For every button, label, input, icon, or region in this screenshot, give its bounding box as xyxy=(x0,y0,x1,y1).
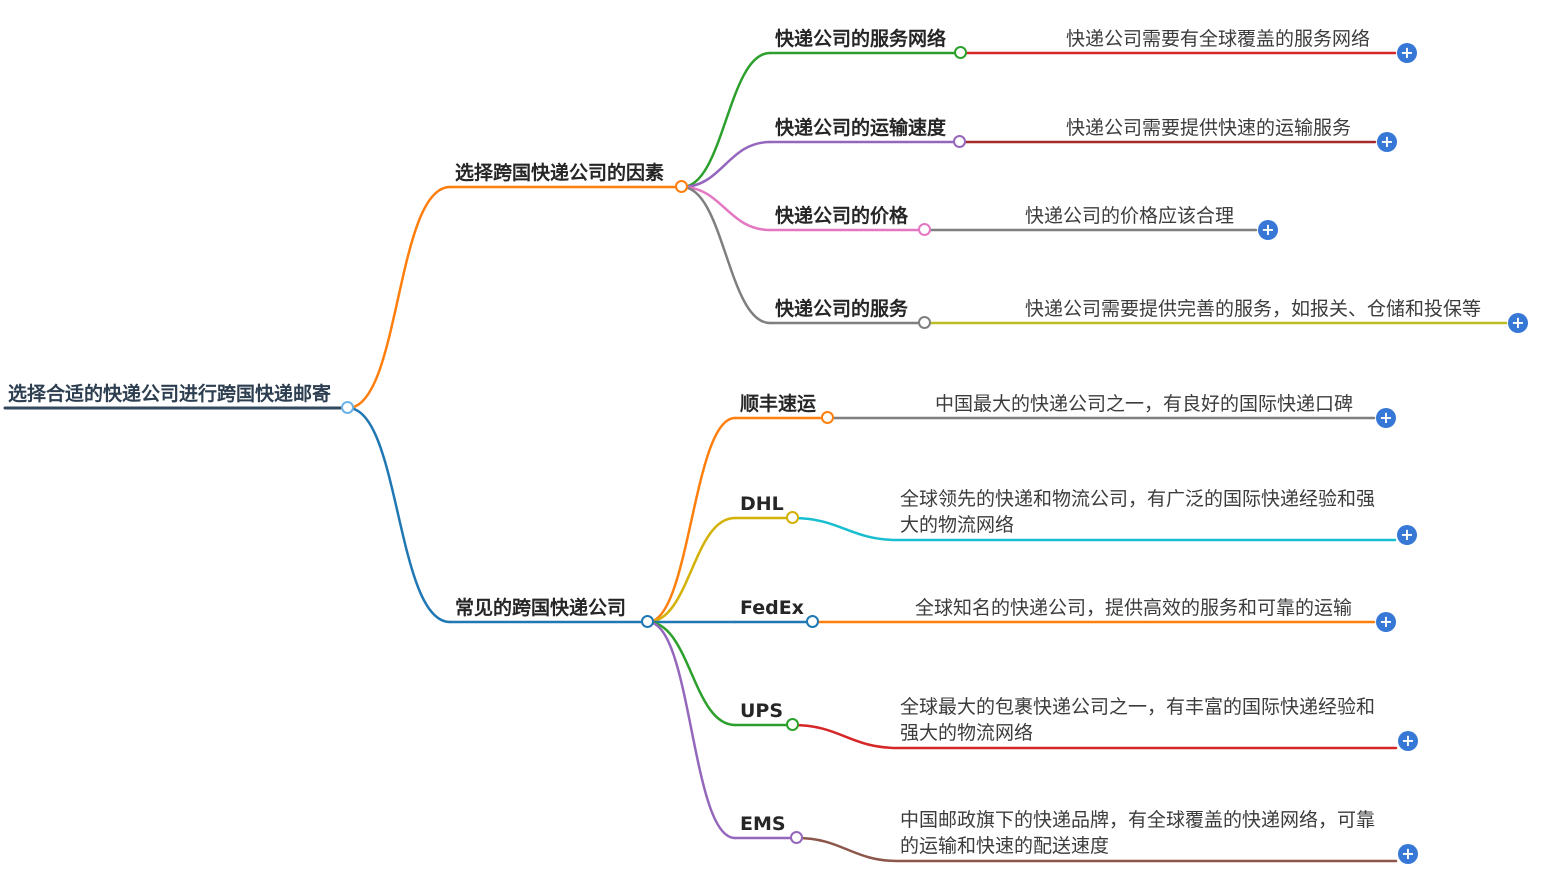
edge-factors-to-service xyxy=(680,185,772,325)
expand-button-sf[interactable]: + xyxy=(1376,408,1396,428)
node-label-price: 快递公司的价格 xyxy=(775,205,909,227)
node-desc-service-network: 快递公司需要有全球覆盖的服务网络 xyxy=(1066,28,1371,50)
edge-factors-to-price xyxy=(680,185,772,232)
node-desc-service: 快递公司需要提供完善的服务，如报关、仓储和投保等 xyxy=(1025,298,1482,320)
node-circle-ems[interactable] xyxy=(790,831,803,844)
node-desc-speed: 快递公司需要提供快速的运输服务 xyxy=(1066,117,1352,139)
node-circle-root[interactable] xyxy=(341,401,354,414)
node-desc-sf: 中国最大的快递公司之一，有良好的国际快递口碑 xyxy=(935,393,1354,415)
node-label-service-network: 快递公司的服务网络 xyxy=(775,28,947,50)
node-label-ups: UPS xyxy=(740,700,784,722)
edge-factors-to-network xyxy=(680,51,772,189)
node-circle-speed[interactable] xyxy=(953,135,966,148)
edge-companies-to-sf xyxy=(646,416,737,624)
expand-button-service[interactable]: + xyxy=(1508,313,1528,333)
node-label-sf: 顺丰速运 xyxy=(740,393,817,415)
expand-button-speed[interactable]: + xyxy=(1377,132,1397,152)
node-label-service: 快递公司的服务 xyxy=(775,298,909,320)
node-circle-factors[interactable] xyxy=(675,180,688,193)
node-label-fedex: FedEx xyxy=(740,597,804,619)
expand-button-ems[interactable]: + xyxy=(1398,844,1418,864)
node-label-factors: 选择跨国快递公司的因素 xyxy=(455,162,665,184)
node-circle-service[interactable] xyxy=(918,316,931,329)
edge-companies-to-ems xyxy=(646,620,737,840)
expand-button-service-network[interactable]: + xyxy=(1397,43,1417,63)
node-desc-ems: 中国邮政旗下的快递品牌，有全球覆盖的快递网络，可靠的运输和快速的配送速度 xyxy=(900,809,1376,857)
edge-root-to-factors xyxy=(346,185,452,410)
node-circle-price[interactable] xyxy=(918,223,931,236)
expand-button-price[interactable]: + xyxy=(1258,220,1278,240)
node-circle-sf[interactable] xyxy=(821,411,834,424)
node-circle-dhl[interactable] xyxy=(786,511,799,524)
edge-companies-to-ups xyxy=(646,620,737,727)
node-circle-service-network[interactable] xyxy=(954,46,967,59)
node-desc-price: 快递公司的价格应该合理 xyxy=(1025,205,1235,227)
edge-factors-to-speed xyxy=(680,140,772,189)
expand-button-ups[interactable]: + xyxy=(1398,731,1418,751)
expand-button-dhl[interactable]: + xyxy=(1397,525,1417,545)
node-desc-ups: 全球最大的包裹快递公司之一，有丰富的国际快递经验和强大的物流网络 xyxy=(900,696,1376,744)
node-label-speed: 快递公司的运输速度 xyxy=(775,117,947,139)
node-label-companies: 常见的跨国快递公司 xyxy=(455,597,627,619)
node-circle-companies[interactable] xyxy=(641,615,654,628)
expand-button-fedex[interactable]: + xyxy=(1376,612,1396,632)
edge-root-to-companies xyxy=(346,406,452,624)
node-circle-ups[interactable] xyxy=(786,718,799,731)
node-label-dhl: DHL xyxy=(740,493,784,515)
edge-companies-to-dhl xyxy=(646,516,737,624)
node-desc-fedex: 全球知名的快递公司，提供高效的服务和可靠的运输 xyxy=(915,597,1353,619)
node-desc-dhl: 全球领先的快递和物流公司，有广泛的国际快递经验和强大的物流网络 xyxy=(900,488,1376,536)
node-label-ems: EMS xyxy=(740,813,786,835)
node-circle-fedex[interactable] xyxy=(806,615,819,628)
node-label-root: 选择合适的快递公司进行跨国快递邮寄 xyxy=(8,383,332,405)
